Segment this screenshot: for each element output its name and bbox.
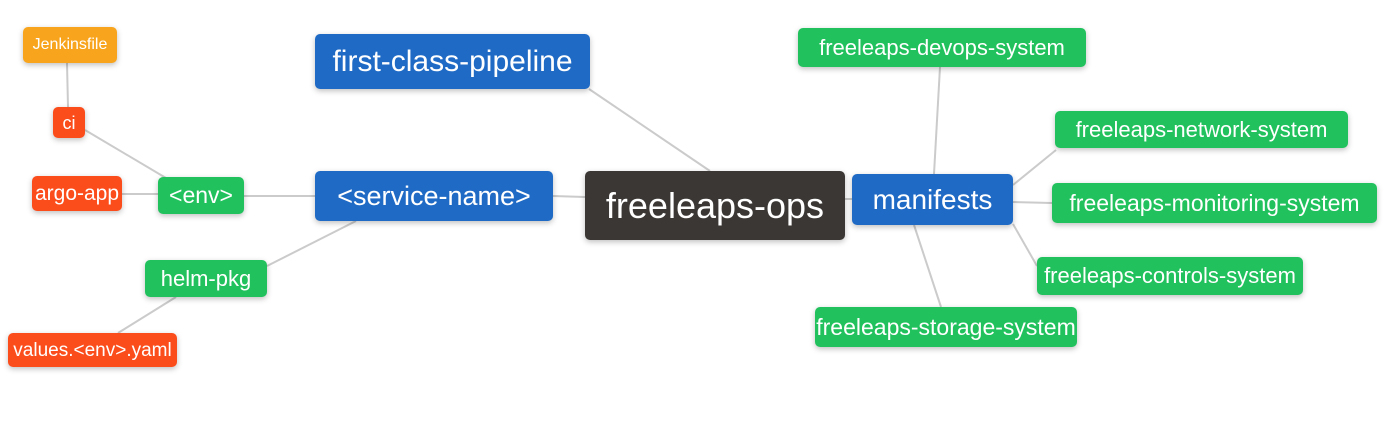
edge-service-name-to-freeleaps-ops [552,195,586,198]
edge-jenkinsfile-to-ci [66,62,69,108]
node-helm-pkg[interactable]: helm-pkg [145,260,267,297]
node-freeleaps-ops[interactable]: freeleaps-ops [585,171,845,240]
edge-manifests-to-freeleaps-monitoring-system [1012,201,1053,204]
node-jenkinsfile[interactable]: Jenkinsfile [23,27,117,63]
edge-manifests-to-freeleaps-controls-system [1012,223,1038,267]
node-freeleaps-devops-system[interactable]: freeleaps-devops-system [798,28,1086,67]
node-ci[interactable]: ci [53,107,85,138]
edge-manifests-to-freeleaps-network-system [1012,149,1057,186]
edge-helm-pkg-to-service-name [266,220,357,267]
node-service-name[interactable]: <service-name> [315,171,553,221]
node-values-env-yaml[interactable]: values.<env>.yaml [8,333,177,367]
node-env[interactable]: <env> [158,177,244,214]
node-freeleaps-network-system[interactable]: freeleaps-network-system [1055,111,1348,148]
node-manifests[interactable]: manifests [852,174,1013,225]
node-first-class-pipeline[interactable]: first-class-pipeline [315,34,590,89]
edge-manifests-to-freeleaps-storage-system [913,224,942,308]
node-freeleaps-monitoring-system[interactable]: freeleaps-monitoring-system [1052,183,1377,223]
edge-helm-pkg-to-values-env-yaml [117,296,177,334]
node-argo-app[interactable]: argo-app [32,176,122,211]
edge-manifests-to-freeleaps-devops-system [933,66,941,175]
node-freeleaps-storage-system[interactable]: freeleaps-storage-system [815,307,1077,347]
node-freeleaps-controls-system[interactable]: freeleaps-controls-system [1037,257,1303,295]
edge-first-class-pipeline-to-freeleaps-ops [588,88,711,172]
edge-ci-to-env [84,129,167,179]
